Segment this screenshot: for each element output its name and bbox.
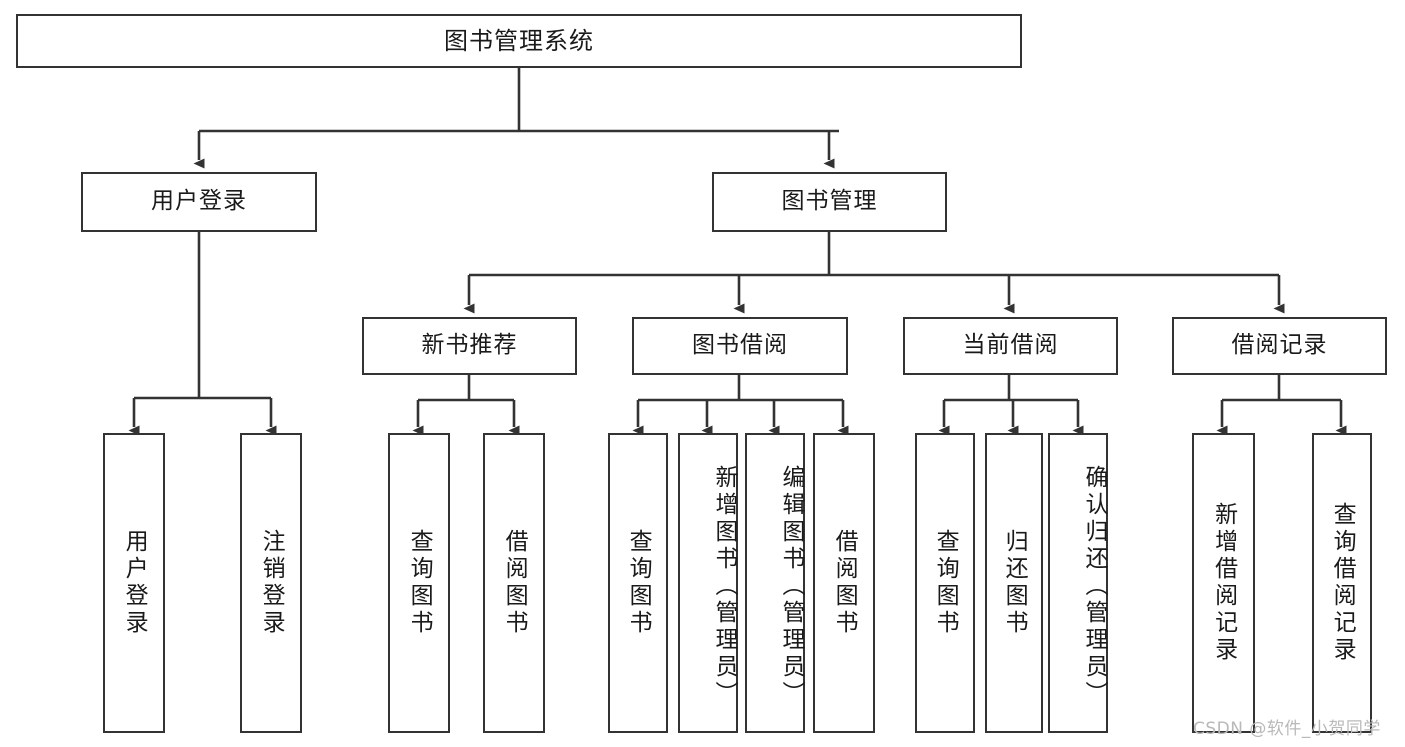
leaf-query-borrow-record[interactable]: 查询借阅记录 <box>1312 433 1372 733</box>
node-book-borrow[interactable]: 图书借阅 <box>632 317 848 375</box>
leaf-confirm-return-admin[interactable]: 确认归还（管理员） <box>1048 433 1108 733</box>
leaf-borrow-book[interactable]: 借阅图书 <box>813 433 875 733</box>
leaf-query-book-current[interactable]: 查询图书 <box>915 433 975 733</box>
leaf-add-book-admin[interactable]: 新增图书（管理员） <box>678 433 738 733</box>
node-new-book-recommend[interactable]: 新书推荐 <box>362 317 577 375</box>
node-book-management[interactable]: 图书管理 <box>712 172 947 232</box>
node-current-borrow[interactable]: 当前借阅 <box>903 317 1118 375</box>
node-borrow-record[interactable]: 借阅记录 <box>1172 317 1387 375</box>
leaf-query-book-recommend[interactable]: 查询图书 <box>388 433 450 733</box>
leaf-edit-book-admin[interactable]: 编辑图书（管理员） <box>745 433 805 733</box>
leaf-query-book-borrow[interactable]: 查询图书 <box>608 433 668 733</box>
leaf-add-borrow-record[interactable]: 新增借阅记录 <box>1192 433 1255 733</box>
node-user-login[interactable]: 用户登录 <box>81 172 317 232</box>
leaf-borrow-book-recommend[interactable]: 借阅图书 <box>483 433 545 733</box>
leaf-logout[interactable]: 注销登录 <box>240 433 302 733</box>
leaf-return-book[interactable]: 归还图书 <box>985 433 1043 733</box>
node-root-system[interactable]: 图书管理系统 <box>16 14 1022 68</box>
leaf-user-login[interactable]: 用户登录 <box>103 433 165 733</box>
